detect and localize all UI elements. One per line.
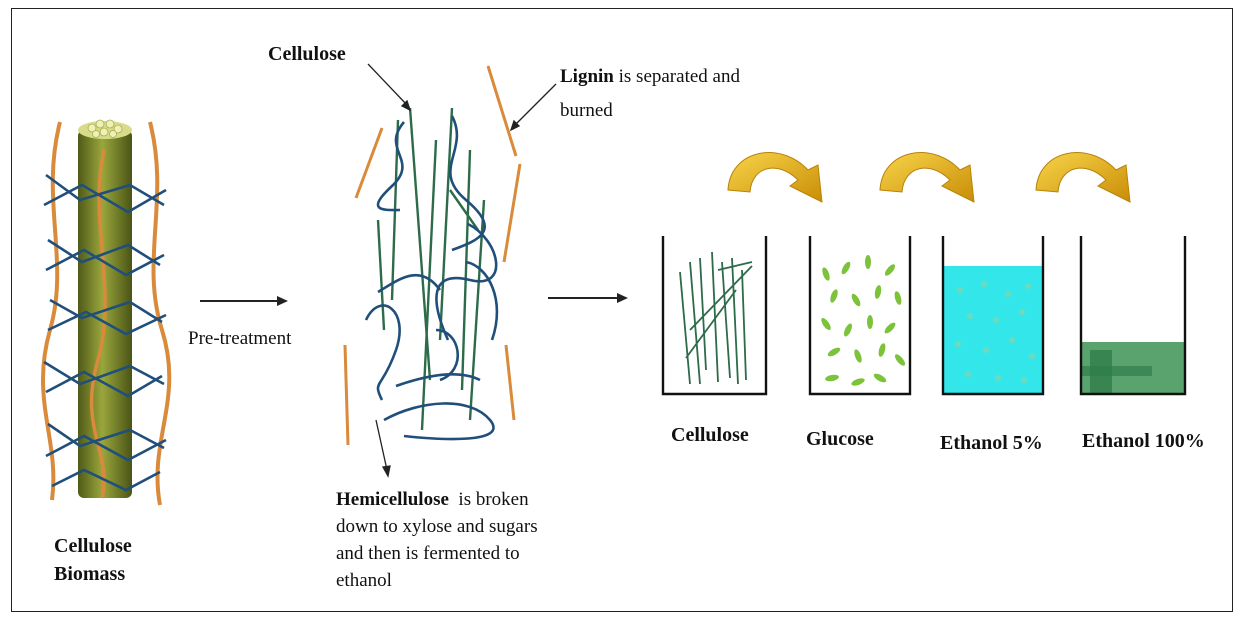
cellulose-fiber-label: Cellulose (268, 42, 346, 67)
beaker-label-cellulose: Cellulose (671, 424, 749, 447)
hemicellulose-label: Hemicellulose is broken down to xylose a… (336, 486, 596, 594)
hemicellulose-label-line-4: ethanol (336, 567, 596, 594)
lignin-label-text: is separated and (614, 66, 740, 87)
separated-fibers (345, 66, 520, 445)
biomass-label: Cellulose Biomass (54, 532, 132, 588)
beaker-ethanol-5 (943, 236, 1043, 394)
transfer-arrow-2 (880, 153, 974, 202)
hemicellulose-label-line-2: down to xylose and sugars (336, 513, 596, 540)
transfer-arrow-1 (728, 153, 822, 202)
process-arrow (548, 293, 628, 303)
cellulose-fibers (378, 108, 484, 430)
hemicellulose-label-line-1: is broken (449, 489, 529, 510)
beaker-glucose (810, 236, 910, 394)
lignin-label-bold: Lignin (560, 66, 614, 87)
beaker-label-ethanol-100: Ethanol 100% (1082, 430, 1205, 453)
biomass-label-line-1: Cellulose (54, 532, 132, 560)
beaker-cellulose (663, 236, 766, 394)
lignin-label-line-2: burned (560, 94, 740, 128)
beaker-label-glucose: Glucose (806, 428, 874, 451)
beaker-2-particles (820, 255, 907, 387)
beaker-1-fibers (680, 252, 752, 384)
biomass-illustration (43, 120, 169, 505)
transfer-arrow-3 (1036, 153, 1130, 202)
lignin-label: Lignin is separated and burned (560, 60, 740, 128)
biomass-label-line-2: Biomass (54, 560, 132, 588)
hemicellulose-label-bold: Hemicellulose (336, 489, 449, 510)
pretreatment-arrow (200, 296, 288, 306)
beaker-ethanol-100 (1081, 236, 1185, 394)
transfer-arrows (728, 153, 1130, 202)
hemicellulose-label-line-3: and then is fermented to (336, 540, 596, 567)
hemicellulose-strands (366, 116, 497, 439)
pretreatment-label: Pre-treatment (188, 326, 291, 351)
beaker-label-ethanol-5: Ethanol 5% (940, 432, 1043, 455)
